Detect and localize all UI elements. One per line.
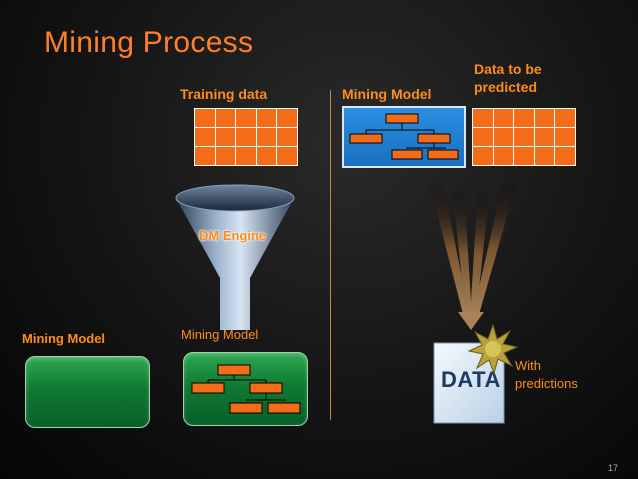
section-divider — [330, 90, 331, 420]
slide-title: Mining Process — [44, 26, 254, 59]
mining-model-tree-top — [342, 106, 466, 168]
mining-model-label-bottom-center: Mining Model — [181, 327, 259, 342]
trained-mining-model-tree — [183, 352, 308, 426]
prediction-arrows-icon — [428, 178, 518, 330]
slide-number: 17 — [607, 463, 618, 473]
data-to-be-predicted-label: Data to be predicted — [474, 61, 542, 95]
training-data-label: Training data — [180, 86, 268, 102]
training-data-table — [194, 108, 298, 166]
dm-engine-funnel-icon — [175, 184, 295, 330]
mining-model-label-top: Mining Model — [342, 86, 432, 102]
prediction-starburst-icon — [468, 324, 518, 374]
with-predictions-label: With predictions — [515, 358, 578, 391]
mining-model-label-bottom-left: Mining Model — [22, 331, 106, 346]
empty-mining-model-box — [25, 356, 150, 428]
data-to-be-predicted-table — [472, 108, 576, 166]
dm-engine-label: DM Engine — [199, 228, 267, 243]
data-document-text: DATA — [441, 367, 501, 392]
